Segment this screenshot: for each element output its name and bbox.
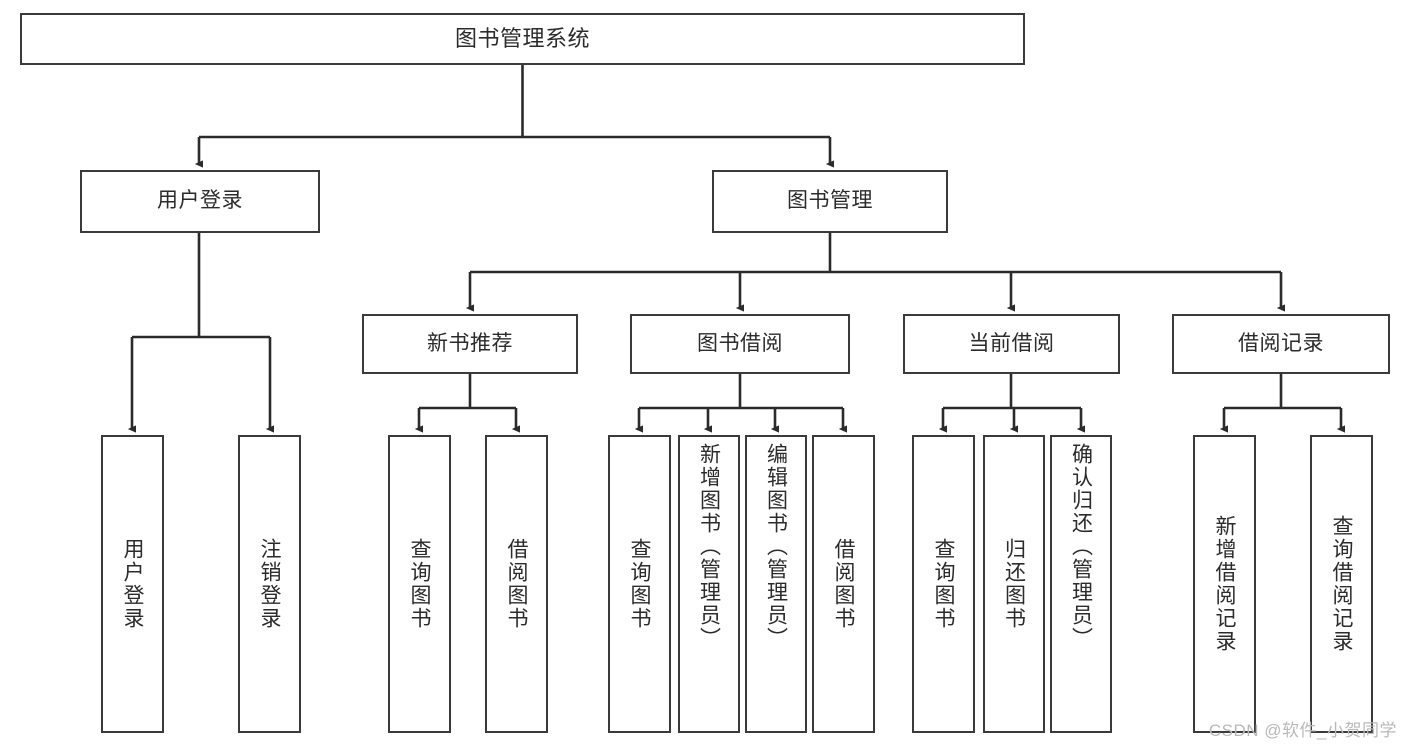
node-book-management-label: 图书管理 (787, 189, 873, 213)
node-book-borrow-label: 图书借阅 (697, 331, 783, 355)
leaf-user-login-label: 用户登录 (121, 538, 144, 630)
leaf-records-query-record-label: 查询借阅记录 (1330, 515, 1353, 653)
node-current-borrow-label: 当前借阅 (968, 331, 1055, 355)
node-new-book-recommend[interactable]: 新书推荐 (362, 314, 578, 374)
node-borrow-records-label: 借阅记录 (1238, 331, 1324, 355)
leaf-user-logout-label: 注销登录 (258, 538, 281, 630)
leaf-current-query-book-label: 查询图书 (932, 538, 955, 630)
leaf-records-add-record-label: 新增借阅记录 (1213, 515, 1236, 653)
leaf-newbook-borrow-book[interactable]: 借阅图书 (485, 435, 548, 733)
leaf-current-return-book-label: 归还图书 (1002, 538, 1026, 630)
leaf-newbook-query-book-label: 查询图书 (408, 538, 431, 630)
leaf-current-confirm-return-admin[interactable]: 确认归还（管理员） (1050, 435, 1112, 733)
leaf-borrow-edit-book-admin-label: 编辑图书（管理员） (764, 443, 788, 650)
leaf-user-login[interactable]: 用户登录 (101, 435, 164, 733)
leaf-current-confirm-return-admin-label: 确认归还（管理员） (1069, 443, 1093, 650)
leaf-borrow-add-book-admin-label: 新增图书（管理员） (697, 443, 721, 650)
leaf-borrow-borrow-book[interactable]: 借阅图书 (812, 435, 875, 733)
node-root[interactable]: 图书管理系统 (20, 13, 1025, 65)
leaf-borrow-add-book-admin[interactable]: 新增图书（管理员） (678, 435, 740, 733)
leaf-user-logout[interactable]: 注销登录 (238, 435, 301, 733)
node-borrow-records[interactable]: 借阅记录 (1172, 314, 1390, 374)
leaf-records-query-record[interactable]: 查询借阅记录 (1310, 435, 1373, 733)
node-user-login[interactable]: 用户登录 (80, 170, 320, 233)
leaf-borrow-edit-book-admin[interactable]: 编辑图书（管理员） (745, 435, 807, 733)
leaf-records-add-record[interactable]: 新增借阅记录 (1193, 435, 1256, 733)
node-book-management[interactable]: 图书管理 (712, 170, 948, 233)
node-new-book-recommend-label: 新书推荐 (427, 331, 513, 355)
leaf-current-return-book[interactable]: 归还图书 (983, 435, 1045, 733)
node-book-borrow[interactable]: 图书借阅 (630, 314, 850, 374)
leaf-newbook-query-book[interactable]: 查询图书 (388, 435, 451, 733)
node-current-borrow[interactable]: 当前借阅 (903, 314, 1120, 374)
node-root-label: 图书管理系统 (454, 26, 590, 52)
leaf-borrow-query-book-label: 查询图书 (628, 538, 651, 630)
leaf-borrow-query-book[interactable]: 查询图书 (608, 435, 671, 733)
node-user-login-label: 用户登录 (157, 189, 243, 213)
leaf-newbook-borrow-book-label: 借阅图书 (505, 538, 528, 630)
leaf-borrow-borrow-book-label: 借阅图书 (832, 538, 855, 630)
leaf-current-query-book[interactable]: 查询图书 (912, 435, 975, 733)
